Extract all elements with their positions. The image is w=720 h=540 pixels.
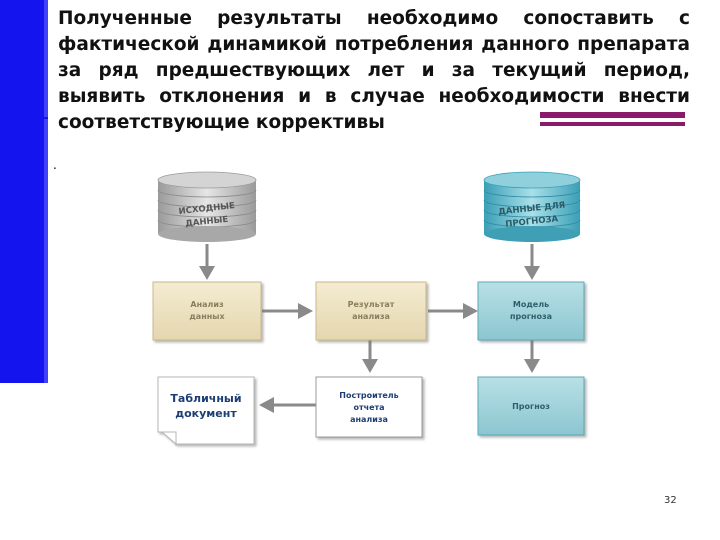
left-accent-bar-edge xyxy=(44,0,48,383)
slide-title: Полученные результаты необходимо сопоста… xyxy=(58,8,690,133)
analysis-result-label-1: Результат xyxy=(348,300,395,309)
title-underline-right-thick xyxy=(540,112,685,118)
data-analysis-label-1: Анализ xyxy=(190,300,224,309)
title-underline-right-thin xyxy=(540,122,685,126)
report-builder-label-3: анализа xyxy=(350,415,388,424)
left-accent-bar xyxy=(0,0,48,383)
stray-dot: . xyxy=(53,158,57,172)
report-builder-box: Построитель отчета анализа xyxy=(315,376,423,438)
source-data-database-icon: ИСХОДНЫЕ ДАННЫЕ xyxy=(157,171,257,242)
analysis-result-label-2: анализа xyxy=(352,312,390,321)
table-document-label-1: Табличный xyxy=(170,392,241,405)
forecast-model-label-2: прогноза xyxy=(510,312,552,321)
slide-number: 32 xyxy=(664,495,677,506)
forecast-data-database-icon: ДАННЫЕ ДЛЯ ПРОГНОЗА xyxy=(483,171,581,242)
forecast-model-box: Модель прогноза xyxy=(477,281,585,341)
table-document-label-2: документ xyxy=(175,407,237,420)
table-document-box: Табличный документ xyxy=(157,376,255,446)
title-underline-left xyxy=(30,117,48,119)
report-builder-label-2: отчета xyxy=(353,403,384,412)
data-analysis-label-2: данных xyxy=(189,312,225,321)
flow-arrows xyxy=(199,244,540,413)
report-builder-label-1: Построитель xyxy=(339,391,398,400)
forecast-label: Прогноз xyxy=(512,402,550,411)
analysis-result-box: Результат анализа xyxy=(315,281,427,341)
forecast-model-label-1: Модель xyxy=(513,300,549,309)
source-data-label-2: ДАННЫЕ xyxy=(185,215,229,229)
data-analysis-box: Анализ данных xyxy=(152,281,262,341)
forecast-box: Прогноз xyxy=(477,376,585,436)
